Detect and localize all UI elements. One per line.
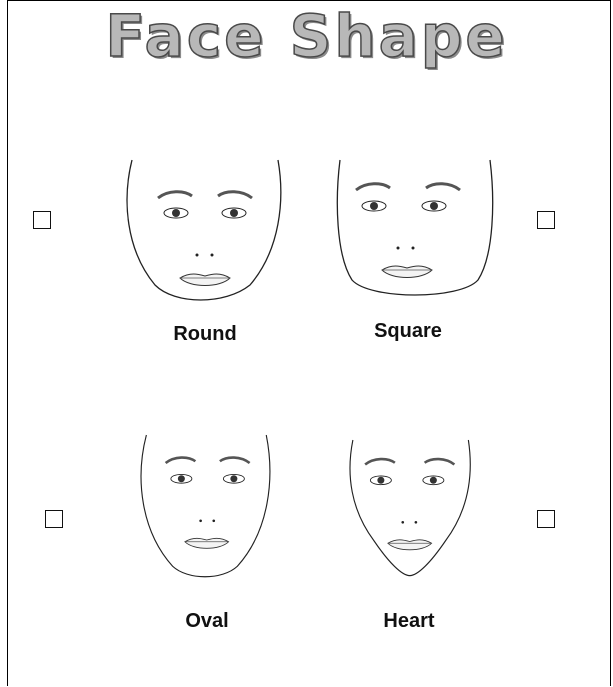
face-label-oval: Oval bbox=[122, 610, 292, 633]
face-heart-image bbox=[330, 440, 500, 580]
checkbox-oval[interactable] bbox=[45, 510, 63, 528]
page-frame bbox=[7, 0, 611, 686]
face-label-square: Square bbox=[323, 320, 493, 343]
face-square-image bbox=[330, 160, 500, 300]
page-title: Face Shape bbox=[0, 2, 613, 70]
face-oval-image bbox=[120, 435, 290, 575]
face-square-drawing bbox=[330, 160, 500, 300]
checkbox-heart[interactable] bbox=[537, 510, 555, 528]
face-oval-drawing bbox=[120, 435, 290, 575]
checkbox-round[interactable] bbox=[33, 211, 51, 229]
face-heart-drawing bbox=[330, 440, 500, 580]
face-label-round: Round bbox=[120, 323, 290, 346]
face-round-drawing bbox=[120, 160, 290, 300]
face-label-heart: Heart bbox=[324, 610, 494, 633]
face-round-image bbox=[120, 160, 290, 300]
checkbox-square[interactable] bbox=[537, 211, 555, 229]
